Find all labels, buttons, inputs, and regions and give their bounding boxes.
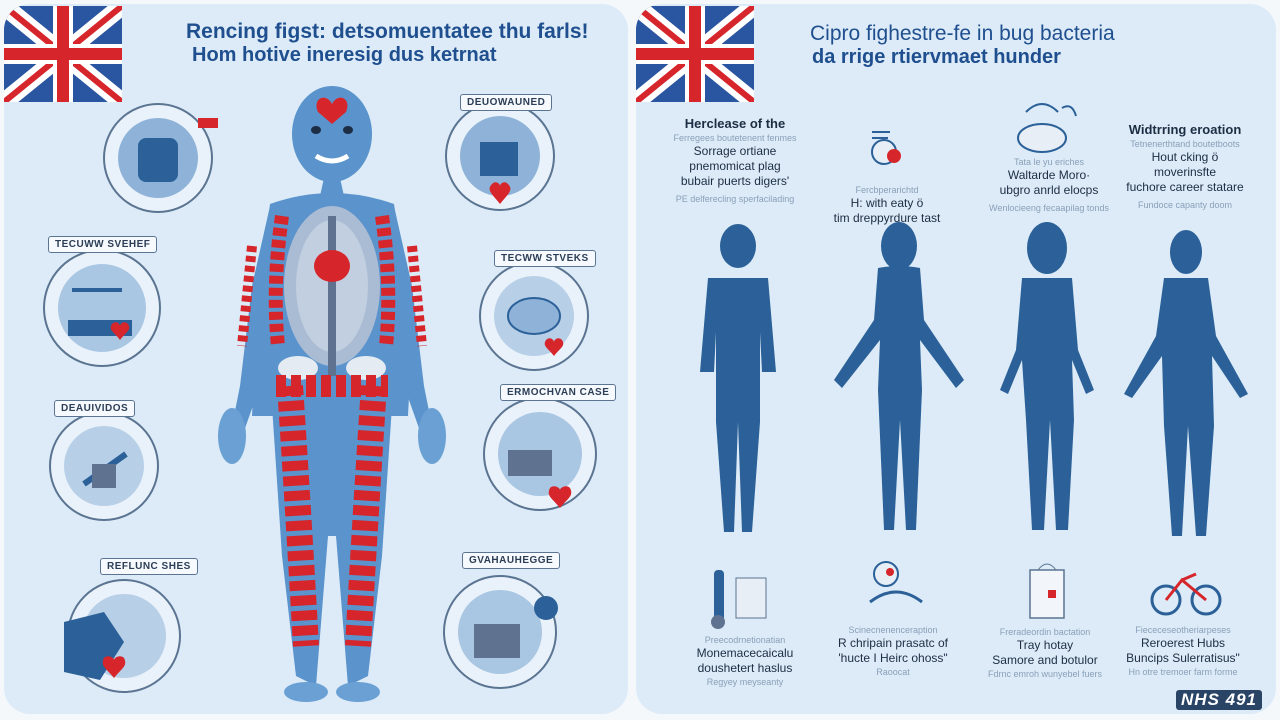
column-line: bubair puerts digers' bbox=[680, 174, 790, 188]
organ-label-6: REFLUNC SHES bbox=[100, 558, 198, 575]
organ-bubble-5: DEAUIVIDOS bbox=[36, 394, 206, 544]
nhs-logo: NHS 491 bbox=[1176, 690, 1262, 710]
organ-3-icon bbox=[43, 249, 161, 367]
organ-5-icon bbox=[49, 411, 159, 521]
organ-label-5: ERMOCHVAN CASE bbox=[500, 384, 617, 401]
bottom-text-3: Freradeordin bactation Tray hotay Samore… bbox=[970, 626, 1120, 680]
shopping-bag-icon bbox=[1029, 563, 1065, 619]
column-small-text: PE delferecling sperfacilading bbox=[675, 194, 795, 204]
bottom-text-4: Fiececeseotheriarpeses Reroerest Hubs Bu… bbox=[1108, 624, 1258, 678]
organ-bubble-8: GVAHAUHEGGE bbox=[434, 544, 604, 694]
column-small-text: Tetnenerthtand boutetboots bbox=[1130, 139, 1240, 149]
column-heading: Herclease of the bbox=[684, 116, 786, 131]
pill-bottle-icon bbox=[869, 561, 923, 604]
left-panel: Rencing figst: detsomuentatee thu farls!… bbox=[4, 4, 628, 714]
organ-bubble-3: TECUWW SVEHEF bbox=[32, 230, 202, 380]
column-line: ubgro anrld elocps bbox=[999, 183, 1099, 197]
right-title-line1: Cipro fighestre-fe in bug bacteria bbox=[810, 22, 1115, 45]
bicycle-icon bbox=[1150, 572, 1222, 616]
organ-label-7: GVAHAUHEGGE bbox=[462, 552, 561, 569]
bottom-small-text: Hn otre tremoer farm forme bbox=[1128, 667, 1238, 677]
column-small-text: Tata le yu eriches bbox=[1013, 157, 1085, 167]
organ-1-icon bbox=[103, 103, 218, 213]
column-line: Waltarde Moro· bbox=[1007, 168, 1091, 182]
bottom-line: R chripain prasatc of bbox=[837, 636, 949, 650]
bottom-small-text: Fiececeseotheriarpeses bbox=[1135, 625, 1231, 635]
column-line: pnemomicat plag bbox=[689, 159, 781, 173]
bottom-line: Tray hotay bbox=[1016, 638, 1074, 652]
bottom-text-1: Preecodrnetionatian Monemacecaicalu dous… bbox=[670, 634, 820, 688]
organ-7-icon bbox=[64, 579, 181, 693]
column-text-3: Tata le yu eriches Waltarde Moro· ubgro … bbox=[974, 156, 1124, 214]
bottom-small-text: Scinecnenenceraption bbox=[848, 625, 938, 635]
bottom-line: Samore and botulor bbox=[992, 653, 1098, 667]
column-line: tim dreppyrdure tast bbox=[833, 211, 941, 225]
organ-6-icon bbox=[483, 397, 597, 511]
column-heading: Widtrring eroation bbox=[1128, 122, 1242, 137]
column-line: fuchore career statare bbox=[1126, 180, 1244, 194]
bottom-small-text: Fdrnc emroh wunyebel fuers bbox=[987, 669, 1103, 679]
union-jack-flag-icon-2 bbox=[636, 6, 754, 102]
bottom-line: 'hucte I Heirc ohoss" bbox=[838, 651, 948, 665]
bacteria-cell-icon bbox=[871, 131, 901, 165]
man-silhouette-icon bbox=[700, 224, 776, 532]
organ-label-1: DEUOWAUNED bbox=[460, 94, 553, 111]
organ-label-4: DEAUIVIDOS bbox=[54, 400, 136, 417]
column-line: moverinsfte bbox=[1153, 165, 1217, 179]
column-small-text: Ferregees boutetenent fenmes bbox=[673, 133, 797, 143]
organ-bubble-2: DEUOWAUNED bbox=[436, 90, 606, 240]
organ-bubble-1 bbox=[98, 88, 268, 238]
human-body-illustration bbox=[218, 86, 446, 702]
union-jack-flag-icon bbox=[4, 6, 122, 102]
left-title-line1: Rencing figst: detsomuentatee thu farls! bbox=[186, 20, 589, 43]
right-title-line2: da rrige rtiervmaet hunder bbox=[812, 46, 1061, 68]
organ-label-2: TECUWW SVEHEF bbox=[48, 236, 158, 253]
bottom-small-text: Regyey meyseanty bbox=[706, 677, 784, 687]
column-line: H: with eaty ö bbox=[850, 196, 924, 210]
right-panel: Cipro fighestre-fe in bug bacteria da rr… bbox=[636, 4, 1276, 714]
column-small-text: Wenlocieeng fecaapilag tonds bbox=[989, 203, 1109, 213]
column-small-text: Fercbperarichtd bbox=[855, 185, 919, 195]
organ-bubble-7: REFLUNC SHES bbox=[44, 552, 214, 702]
bottom-small-text: Raoocat bbox=[876, 667, 910, 677]
woman-silhouette-icon-2 bbox=[1000, 222, 1094, 530]
organ-label-3: TECWW STVEKS bbox=[494, 250, 596, 267]
woman-silhouette-icon-3 bbox=[1124, 230, 1248, 536]
left-title-line2: Hom hotive ineresig dus ketrnat bbox=[192, 44, 497, 66]
bottom-line: Buncips Sulerratisus" bbox=[1126, 651, 1240, 665]
column-text-1: Herclease of the Ferregees boutetenent f… bbox=[660, 116, 810, 205]
organ-2-icon bbox=[445, 101, 555, 211]
column-text-2: Fercbperarichtd H: with eaty ö tim drepp… bbox=[812, 184, 962, 226]
organ-bubble-6: ERMOCHVAN CASE bbox=[478, 378, 628, 528]
bottom-line: Reroerest Hubs bbox=[1140, 636, 1226, 650]
bottom-small-text: Preecodrnetionatian bbox=[704, 635, 786, 645]
bottom-text-2: Scinecnenenceraption R chripain prasatc … bbox=[818, 624, 968, 678]
column-small-text: Fundoce capanty doom bbox=[1137, 200, 1233, 210]
organ-8-icon bbox=[443, 575, 558, 689]
organ-bubble-4: TECWW STVEKS bbox=[468, 244, 628, 394]
digestive-organ-icon bbox=[1017, 103, 1077, 153]
column-line: Sorrage ortiane bbox=[693, 144, 777, 158]
column-line: Hout cking ö bbox=[1151, 150, 1219, 164]
bottom-line: doushetert haslus bbox=[697, 661, 793, 675]
bottom-small-text: Freradeordin bactation bbox=[999, 627, 1091, 637]
medical-device-icon bbox=[711, 570, 767, 629]
organ-4-icon bbox=[479, 261, 589, 371]
bottom-line: Monemacecaicalu bbox=[696, 646, 794, 660]
column-text-4: Widtrring eroation Tetnenerthtand boutet… bbox=[1110, 122, 1260, 211]
woman-silhouette-icon-1 bbox=[834, 222, 964, 530]
